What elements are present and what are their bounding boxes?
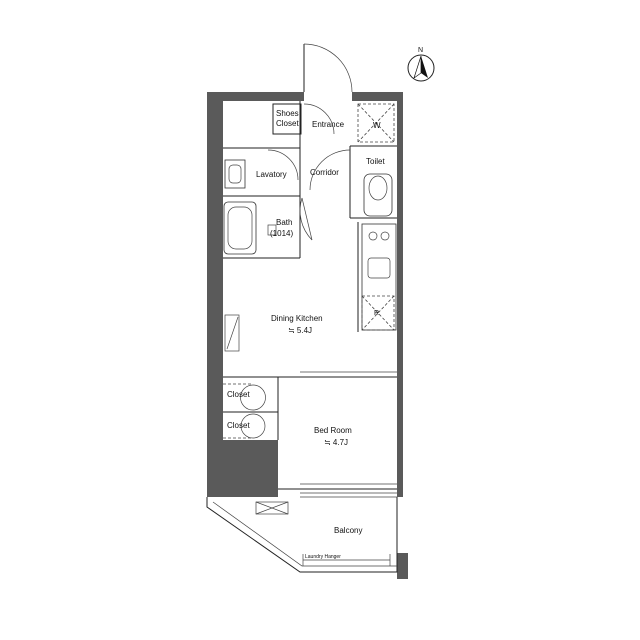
entrance-label: Entrance	[312, 120, 345, 129]
shoes-closet-box	[272, 103, 302, 135]
bed-room-area: ≒ 4.7J	[324, 438, 348, 447]
east-wall	[397, 92, 403, 497]
washer-space	[357, 103, 395, 143]
dining-kitchen-area: ≒ 5.4J	[288, 326, 312, 335]
north-arrow-icon: N	[407, 47, 435, 82]
bed-room-label: Bed Room	[314, 426, 352, 435]
closet-upper-label: Closet	[227, 390, 250, 399]
fridge-space	[361, 295, 395, 331]
bath-size-label: (1014)	[270, 229, 293, 238]
lavatory-label: Lavatory	[256, 170, 287, 179]
north-wall-left	[207, 92, 304, 101]
laundry-hanger-label: Laundry Hanger	[305, 554, 341, 560]
closet-shelves	[223, 383, 253, 439]
washer-label: W	[373, 121, 381, 130]
shoes-closet-label-1: Shoes	[276, 109, 299, 118]
north-wall-right	[352, 92, 403, 101]
balcony-post	[397, 553, 408, 579]
southwest-wall-block	[223, 440, 278, 497]
dining-kitchen-label: Dining Kitchen	[271, 314, 323, 323]
bath-label: Bath	[276, 218, 292, 227]
exterior-walls	[207, 92, 408, 579]
balcony-area	[206, 497, 398, 573]
corridor-label: Corridor	[310, 168, 339, 177]
compass-label: N	[418, 47, 423, 54]
toilet-fixture	[363, 173, 393, 217]
bathtub	[223, 201, 277, 255]
balcony-label: Balcony	[334, 526, 362, 535]
west-wall	[207, 92, 223, 497]
entrance-door	[303, 43, 353, 93]
partitions	[223, 101, 397, 494]
door-swings	[240, 103, 351, 439]
windows	[224, 314, 397, 498]
closet-lower-label: Closet	[227, 421, 250, 430]
shoes-closet-label-2: Closet	[276, 119, 299, 128]
fridge-label: R	[374, 310, 379, 317]
lavatory-sink	[224, 159, 246, 189]
toilet-label: Toilet	[366, 157, 385, 166]
